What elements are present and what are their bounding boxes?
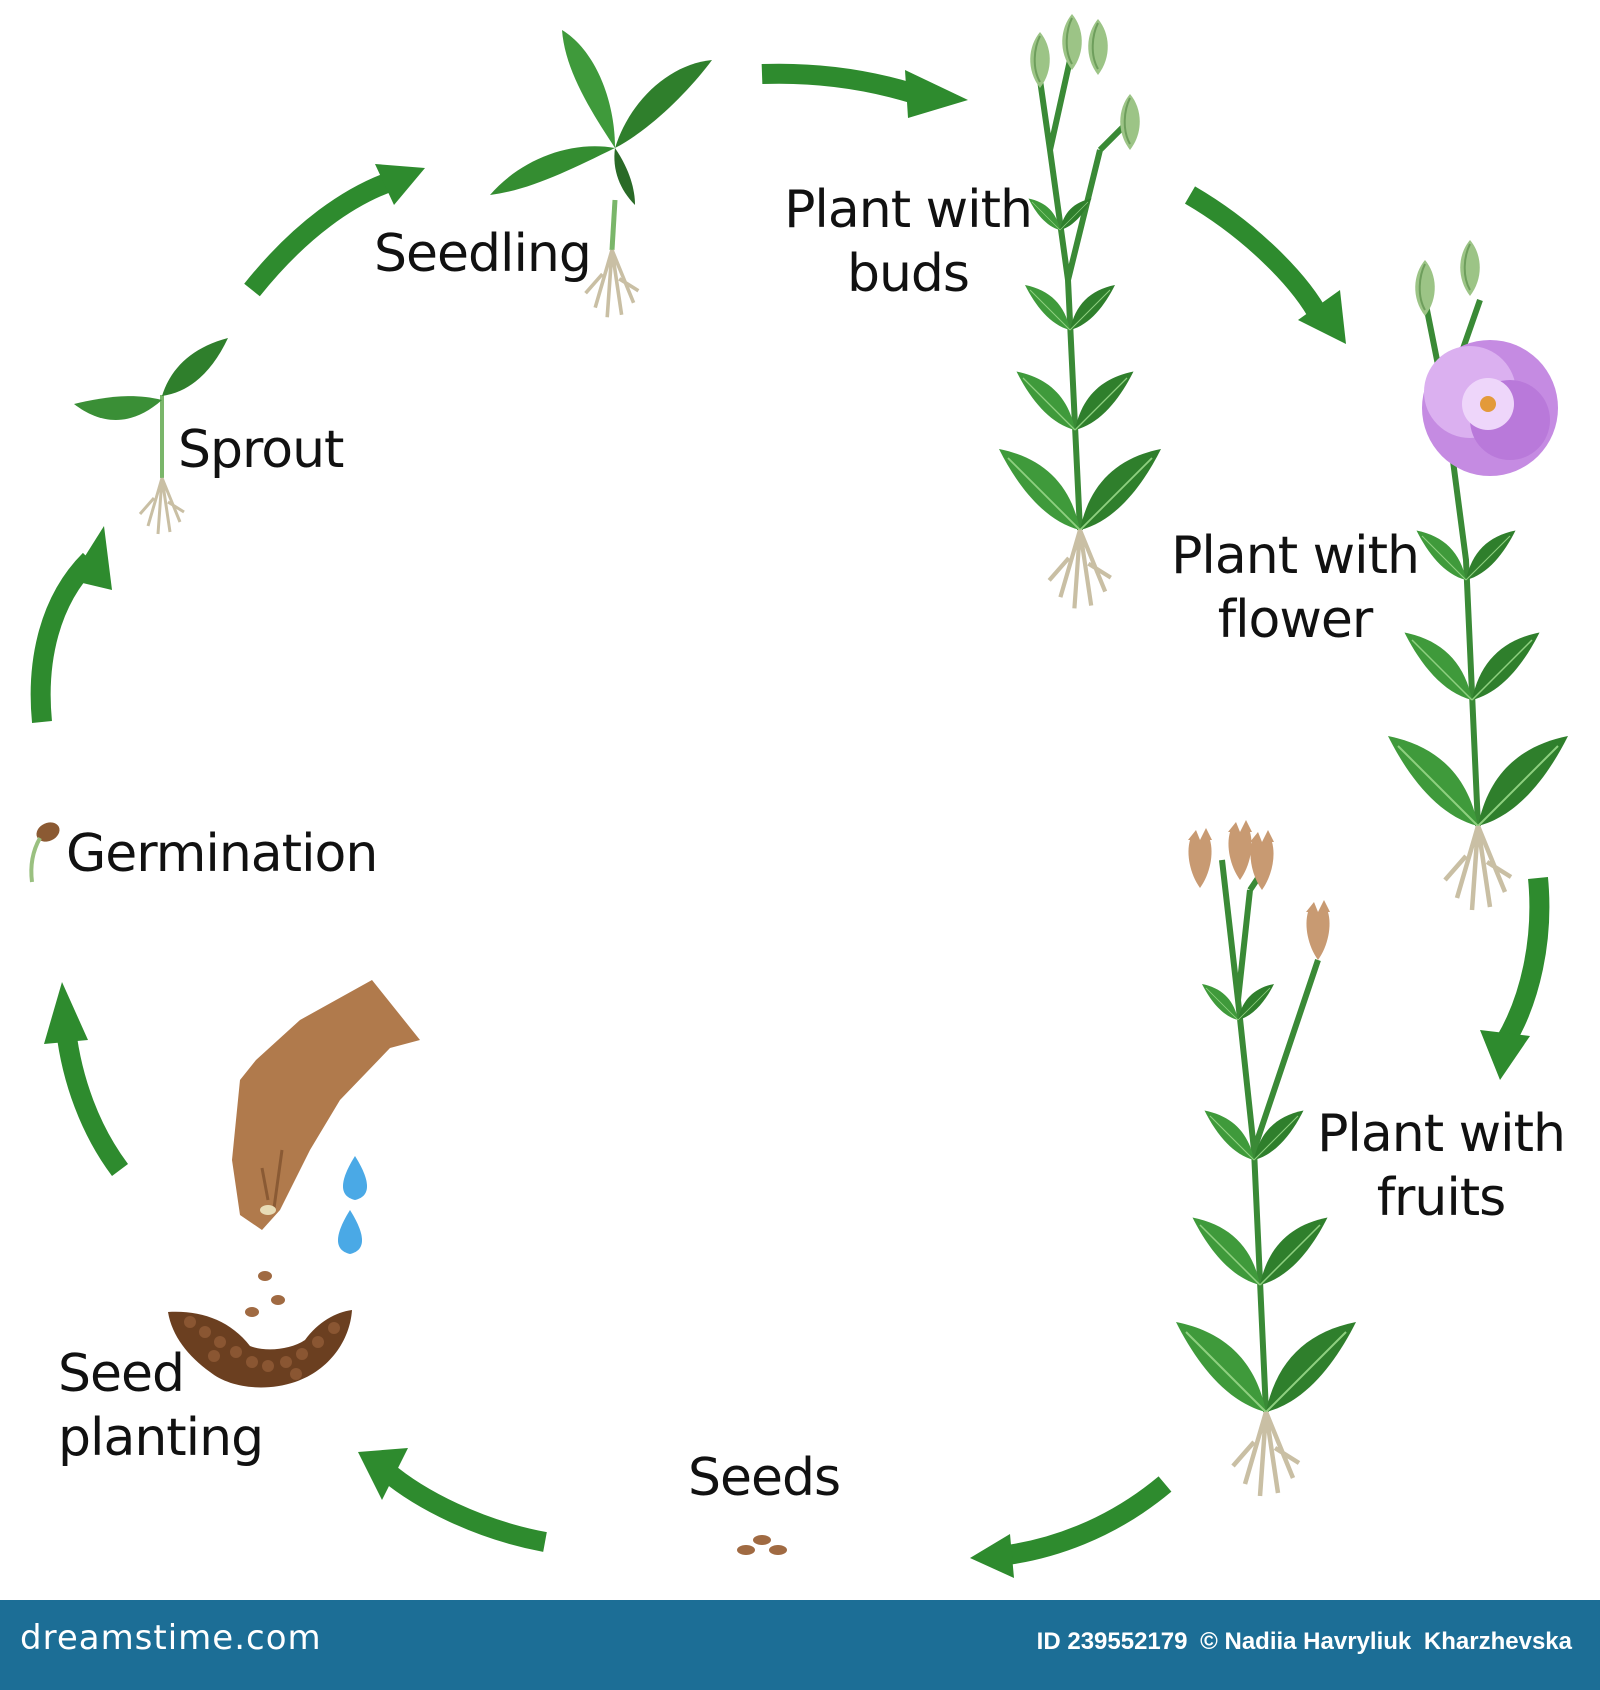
arrow-flower-to-fruits [1496,877,1550,1048]
footer-brand[interactable]: dreamstime.com [20,1618,322,1658]
arrow-fruits-to-seeds [998,1476,1172,1566]
arrow-seedling-to-buds [761,63,918,104]
label-seedling: Seedling [374,224,592,284]
arrow-germination-to-sprout [30,552,98,723]
label-plant-with-fruits: Plant with fruits [1317,1104,1566,1228]
seeds-icon [737,1535,787,1555]
label-seed-planting: Seed planting [58,1344,264,1468]
sprout-plant [74,338,228,536]
cycle-arrows [30,63,1550,1566]
seed-planting-scene [168,980,420,1388]
water-drop-icon [342,1156,368,1200]
flower-icon [1422,340,1558,476]
hand-icon [232,980,420,1230]
plant-with-buds [998,13,1162,608]
image-id: ID 239552179 [1036,1628,1188,1655]
arrow-buds-to-flower [1184,186,1329,323]
plant-with-fruits [1175,820,1357,1496]
plant-with-flower [1387,239,1569,910]
arrow-sprout-to-seedling [244,170,399,297]
label-plant-with-buds: Plant with buds [784,180,1033,304]
watermark-footer: dreamstime.com ID 239552179 © Nadiia Hav… [0,1600,1600,1690]
author-surname: Kharzhevska [1423,1628,1572,1655]
label-seeds: Seeds [688,1448,841,1508]
arrow-seeds-to-planting [378,1462,547,1552]
water-drop-icon [337,1210,363,1254]
label-germination: Germination [66,824,378,884]
label-plant-with-flower: Plant with flower [1171,526,1420,650]
arrow-planting-to-germination [56,1028,129,1176]
seedling-plant [490,30,712,320]
author-name: © Nadiia Havryliuk [1200,1628,1412,1655]
germination-seed [29,822,60,883]
footer-credit: ID 239552179 © Nadiia Havryliuk Kharzhev… [1031,1628,1572,1656]
label-sprout: Sprout [178,420,344,480]
soil-mound [168,1310,352,1388]
arrow-heads [44,70,1530,1578]
